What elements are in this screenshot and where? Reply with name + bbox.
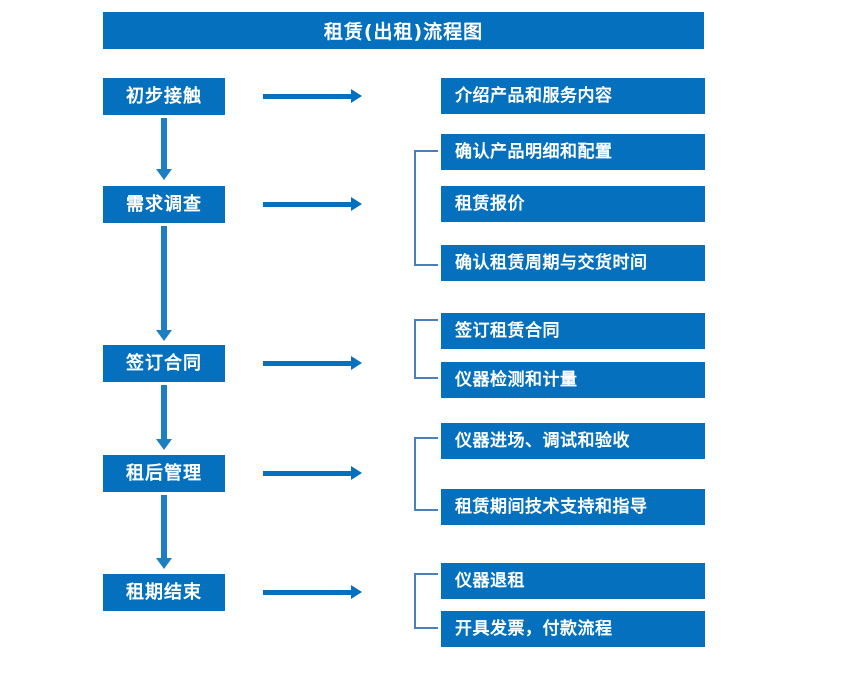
group-bracket-1 — [414, 150, 438, 266]
group-bracket-3 — [414, 437, 438, 511]
group-bracket-4 — [414, 573, 438, 629]
flow-arrow-down-3 — [156, 385, 172, 450]
link-arrow-right-3 — [263, 356, 362, 370]
detail-box-5[interactable]: 签订租赁合同 — [441, 313, 705, 349]
diagram-title: 租赁(出租)流程图 — [103, 12, 704, 49]
stage-box-4[interactable]: 租后管理 — [103, 455, 225, 492]
link-arrow-right-1 — [263, 89, 362, 103]
link-arrow-right-4 — [263, 466, 362, 480]
link-arrow-right-2 — [263, 197, 362, 211]
detail-box-3[interactable]: 租赁报价 — [441, 186, 705, 222]
stage-box-3[interactable]: 签订合同 — [103, 345, 225, 382]
flow-arrow-down-1 — [156, 118, 172, 180]
detail-box-6[interactable]: 仪器检测和计量 — [441, 362, 705, 398]
stage-box-2[interactable]: 需求调查 — [103, 186, 225, 223]
stage-box-1[interactable]: 初步接触 — [103, 78, 225, 115]
group-bracket-2 — [414, 319, 438, 379]
detail-box-10[interactable]: 开具发票，付款流程 — [441, 611, 705, 647]
detail-box-9[interactable]: 仪器退租 — [441, 563, 705, 599]
detail-box-8[interactable]: 租赁期间技术支持和指导 — [441, 489, 705, 525]
link-arrow-right-5 — [263, 585, 362, 599]
flow-arrow-down-4 — [156, 495, 172, 569]
detail-box-1[interactable]: 介绍产品和服务内容 — [441, 78, 705, 114]
detail-box-7[interactable]: 仪器进场、调试和验收 — [441, 423, 705, 459]
stage-box-5[interactable]: 租期结束 — [103, 574, 225, 611]
detail-box-2[interactable]: 确认产品明细和配置 — [441, 134, 705, 170]
detail-box-4[interactable]: 确认租赁周期与交货时间 — [441, 245, 705, 281]
flow-arrow-down-2 — [156, 226, 172, 341]
